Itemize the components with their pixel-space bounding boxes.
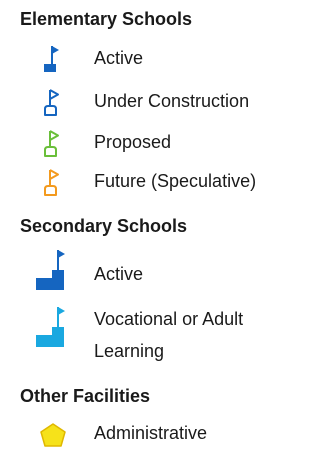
section-title-other-facilities: Other Facilities [20,386,151,406]
legend-item-label: Active [94,264,144,284]
outline-flag-icon [44,130,59,157]
solid-flag-icon [44,46,59,72]
stepped-flag-icon [36,250,65,290]
section-title-elementary: Elementary Schools [20,9,193,29]
legend-item-label: Future (Speculative) [94,171,257,191]
stepped-flag-icon [36,307,65,347]
legend-item-label-line2: Learning [94,341,165,361]
legend-item-label: Administrative [94,423,208,443]
section-title-secondary: Secondary Schools [20,216,188,236]
legend-item-label: Vocational or Adult [94,309,244,329]
pentagon-icon [40,423,66,447]
legend-item-label: Under Construction [94,91,250,111]
outline-flag-icon [44,169,59,196]
legend-item-label: Proposed [94,132,172,152]
outline-flag-icon [44,89,59,116]
legend-item-label: Active [94,48,144,68]
